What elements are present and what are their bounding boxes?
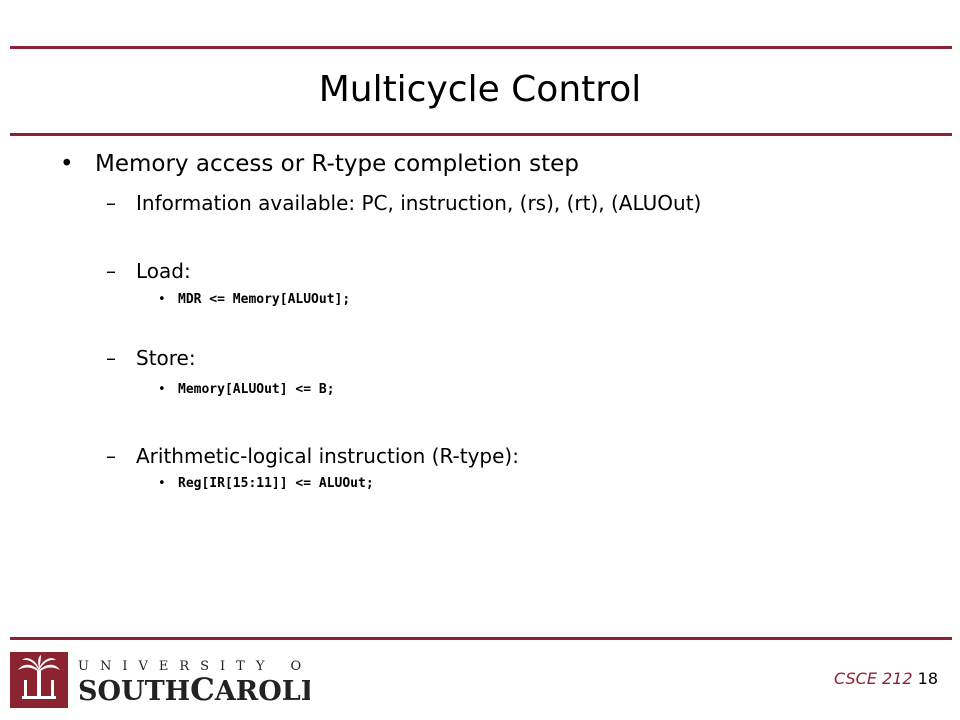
sub-bullet-text: Information available: PC, instruction, … bbox=[136, 191, 702, 215]
sub-bullet-store: –Store: bbox=[106, 345, 196, 371]
dash-icon: – bbox=[106, 346, 116, 370]
slide-title: Multicycle Control bbox=[318, 69, 642, 110]
code-line-store: • Memory[ALUOut] <= B; bbox=[158, 381, 335, 399]
dash-icon: – bbox=[106, 191, 116, 215]
bottom-rule bbox=[10, 637, 952, 640]
code-text: Reg[IR[15:11]] <= ALUOut; bbox=[178, 476, 374, 491]
sub-bullet-text: Store: bbox=[136, 346, 196, 370]
top-rule bbox=[10, 46, 952, 49]
code-text: Memory[ALUOut] <= B; bbox=[178, 382, 335, 397]
course-code: CSCE 212 bbox=[834, 669, 913, 688]
sub-bullet-load: –Load: bbox=[106, 258, 191, 284]
bullet-dot-icon: • bbox=[158, 382, 166, 397]
slide-content: • Memory access or R-type completion ste… bbox=[60, 151, 701, 493]
title-underline bbox=[10, 133, 952, 136]
palmetto-logo-icon: UNIVERSITY OF SOUTHCAROLINA. bbox=[10, 652, 368, 708]
code-line-rtype: • Reg[IR[15:11]] <= ALUOut; bbox=[158, 475, 374, 493]
logo-southcarolina-text: SOUTHCAROLINA. bbox=[78, 672, 310, 708]
dash-icon: – bbox=[106, 259, 116, 283]
sub-bullet-text: Load: bbox=[136, 259, 191, 283]
dash-icon: – bbox=[106, 444, 116, 468]
slide-footer: CSCE 212 18 bbox=[834, 669, 938, 689]
bullet-dot-icon: • bbox=[158, 292, 166, 307]
bullet-dot-icon: • bbox=[158, 476, 166, 491]
sub-bullet-info: –Information available: PC, instruction,… bbox=[106, 190, 701, 216]
code-line-load: • MDR <= Memory[ALUOut]; bbox=[158, 291, 350, 309]
slide-number: 18 bbox=[917, 669, 938, 688]
code-text: MDR <= Memory[ALUOut]; bbox=[178, 292, 351, 307]
university-logo: UNIVERSITY OF SOUTHCAROLINA. bbox=[10, 650, 368, 710]
sub-bullet-rtype: –Arithmetic-logical instruction (R-type)… bbox=[106, 443, 519, 469]
bullet-dot-icon: • bbox=[60, 151, 74, 177]
sub-bullet-text: Arithmetic-logical instruction (R-type): bbox=[136, 444, 519, 468]
main-bullet-text: Memory access or R-type completion step bbox=[95, 151, 579, 177]
logo-university-text: UNIVERSITY OF bbox=[78, 659, 310, 674]
